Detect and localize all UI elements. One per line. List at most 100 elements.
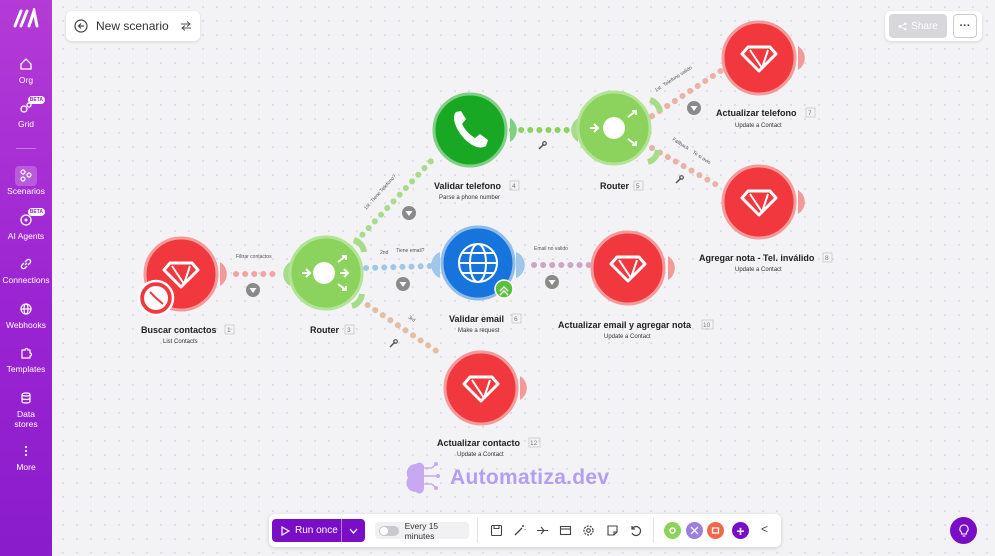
module-actualizar-telefono[interactable]: Actualizar telefono 7 Update a Contact — [716, 20, 816, 129]
sidebar-item-label: Scenarios — [7, 186, 45, 196]
module-actualizar-email[interactable]: Actualizar email y agregar nota 10 Updat… — [558, 230, 714, 340]
link-router2-agregar-nota[interactable] — [649, 145, 725, 191]
note-icon[interactable] — [606, 524, 619, 537]
save-icon[interactable] — [490, 524, 503, 537]
link-router2-act-telefono[interactable] — [649, 67, 725, 119]
module-actualizar-contacto[interactable]: Actualizar contacto 12 Update a Contact — [437, 350, 541, 458]
filter-icon[interactable] — [545, 275, 559, 289]
module-validar-email[interactable]: Validar email 6 Make a request — [431, 225, 525, 334]
back-arrow-icon[interactable] — [74, 19, 88, 33]
connection-lines — [233, 67, 725, 355]
scenarios-icon — [20, 168, 32, 182]
lightbulb-icon — [958, 524, 969, 537]
module-number: 6 — [514, 316, 518, 323]
schedule-toggle[interactable]: Every 15 minutes — [375, 521, 469, 541]
module-validar-telefono[interactable]: Validar telefono 4 Parse a phone number — [432, 92, 520, 201]
globe-icon — [20, 302, 32, 315]
scenario-header: New scenario — [66, 11, 200, 41]
module-title: Buscar contactos — [141, 325, 217, 335]
module-buscar-contactos[interactable]: Buscar contactos 1 List Contacts — [137, 236, 235, 345]
beta-badge: BETA — [27, 208, 45, 216]
settings-icon[interactable] — [582, 524, 595, 537]
diamond-icon — [162, 261, 200, 289]
link-order-tiene-tel: 1st — [363, 202, 372, 211]
module-title: Router — [310, 325, 339, 335]
link-label-fallback-text: Te si avis — [691, 150, 712, 167]
text-parser-icon[interactable] — [707, 522, 724, 539]
link-router1-email[interactable] — [363, 263, 433, 271]
sidebar-item-label: Data stores — [14, 409, 38, 429]
module-router-1[interactable]: Router 3 — [283, 235, 367, 335]
flow-icon[interactable] — [536, 524, 549, 537]
module-router-2[interactable]: Router 5 — [571, 90, 663, 191]
globe-icon — [458, 243, 498, 283]
wrench-icon[interactable] — [675, 175, 684, 184]
wrench-icon[interactable] — [538, 141, 547, 150]
collapse-toolbar-button[interactable]: < — [761, 522, 769, 536]
sidebar-divider — [16, 148, 36, 149]
sidebar-item-scenarios[interactable]: Scenarios — [0, 166, 52, 196]
module-number: 3 — [347, 327, 351, 334]
schedule-switch[interactable] — [379, 525, 399, 536]
watermark: Automatiza.dev — [402, 458, 609, 498]
module-number: 1 — [227, 327, 231, 334]
play-icon — [281, 525, 290, 536]
sidebar-item-ai-agents[interactable]: BETA AI Agents — [0, 208, 52, 241]
module-agregar-nota[interactable]: Agregar nota - Tel. inválido 8 Update a … — [699, 164, 833, 273]
clock-icon[interactable] — [137, 279, 175, 317]
filter-icon[interactable] — [687, 101, 701, 115]
wrench-icon[interactable] — [389, 339, 398, 348]
link-label-tiene-email: Tiene email? — [396, 248, 425, 254]
swap-icon[interactable] — [180, 20, 192, 32]
filter-icon[interactable] — [246, 283, 260, 297]
link-order-tel-valido: 1st — [654, 85, 663, 94]
filter-icon[interactable] — [402, 206, 416, 220]
notes-icon[interactable] — [559, 524, 572, 537]
module-number: 5 — [636, 183, 640, 190]
run-once-label: Run once — [295, 525, 338, 536]
make-logo[interactable] — [13, 8, 39, 28]
sidebar-item-label: Webhooks — [5, 320, 46, 330]
more-options-button[interactable]: ··· — [953, 14, 977, 38]
module-number: 7 — [808, 110, 812, 117]
sidebar-item-more[interactable]: More — [0, 442, 52, 472]
sidebar-item-label: Connections — [2, 275, 50, 285]
help-button[interactable] — [950, 517, 977, 544]
module-number: 4 — [512, 183, 516, 190]
share-button[interactable]: Share — [889, 14, 947, 38]
chevron-down-icon — [349, 528, 358, 534]
add-module-button[interactable]: + — [732, 522, 749, 539]
diamond-icon — [740, 189, 778, 217]
router-icon — [302, 255, 350, 291]
tools-icon[interactable] — [664, 522, 681, 539]
module-title: Router — [600, 181, 629, 191]
diamond-icon — [462, 375, 500, 403]
module-subtitle: Update a Contact — [735, 267, 782, 273]
sidebar: Org BETA Grid Scenarios BETA AI Agents C… — [0, 0, 52, 556]
sidebar-item-templates[interactable]: Templates — [0, 344, 52, 374]
share-icon — [898, 21, 907, 31]
scenario-name[interactable]: New scenario — [96, 19, 169, 33]
module-number: 8 — [825, 255, 829, 262]
sidebar-item-webhooks[interactable]: Webhooks — [0, 300, 52, 330]
link-icon — [20, 258, 32, 269]
link-label-email-no-valido: Email no valido — [534, 246, 568, 252]
diamond-icon — [609, 255, 647, 283]
module-subtitle: Parse a phone number — [439, 195, 500, 201]
run-once-button[interactable]: Run once — [272, 519, 365, 542]
magic-wand-icon[interactable] — [513, 524, 526, 537]
sidebar-item-grid[interactable]: BETA Grid — [0, 96, 52, 129]
link-router1-act-contacto[interactable] — [357, 297, 441, 355]
filter-icon[interactable] — [396, 277, 410, 291]
run-options-dropdown[interactable] — [342, 528, 365, 534]
link-router1-telefono[interactable] — [347, 157, 435, 251]
flow-control-icon[interactable] — [686, 522, 703, 539]
sidebar-item-data-stores[interactable]: Data stores — [0, 389, 52, 429]
sidebar-item-org[interactable]: Org — [0, 55, 52, 85]
undo-icon[interactable] — [629, 524, 642, 537]
link-order-tiene-email: 2nd — [380, 250, 389, 256]
sidebar-item-connections[interactable]: Connections — [0, 255, 52, 285]
puzzle-icon — [21, 347, 33, 359]
link-order-tercero: 3rd — [407, 315, 417, 324]
